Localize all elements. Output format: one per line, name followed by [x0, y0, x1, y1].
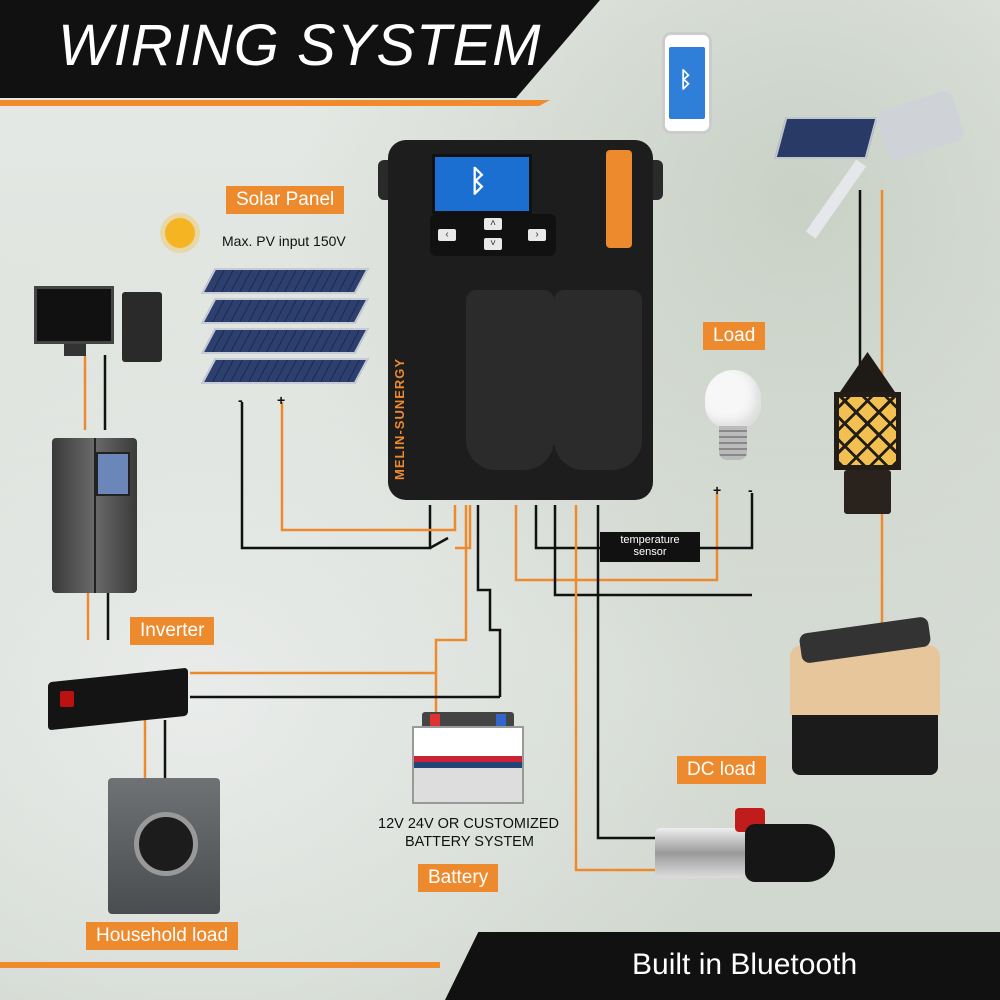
footer-accent-stripe — [0, 962, 440, 968]
smartphone-icon: ᛒ — [662, 32, 712, 134]
power-inverter — [48, 655, 190, 731]
solar-panel — [201, 358, 369, 384]
title-banner — [0, 0, 600, 98]
solar-panel — [201, 328, 369, 354]
water-pump — [655, 800, 840, 890]
solar-panel — [201, 298, 369, 324]
desktop-computer — [34, 286, 164, 366]
solar-charge-controller: ᛒ ‹ ˄ ˅ › MELIN-SUNERGY — [378, 140, 663, 500]
sun-icon — [165, 218, 195, 248]
status-indicator-strip — [606, 150, 632, 248]
bluetooth-icon: ᛒ — [469, 165, 487, 198]
load-label: Load — [703, 322, 766, 350]
battery-spec-line1: 12V 24V OR CUSTOMIZED — [378, 816, 560, 832]
household-load-label: Household load — [86, 922, 239, 950]
solar-street-light — [772, 88, 967, 245]
up-arrow-icon[interactable]: ˄ — [484, 218, 502, 230]
pv-input-note: Max. PV input 150V — [222, 233, 346, 249]
temp-sensor-line1: temperature — [620, 534, 680, 546]
washing-machine — [108, 778, 220, 914]
battery — [412, 712, 524, 804]
controller-display: ᛒ — [432, 154, 532, 214]
bluetooth-icon: ᛒ — [679, 67, 693, 92]
dc-load-label: DC load — [677, 756, 766, 784]
right-arrow-icon[interactable]: › — [528, 229, 546, 241]
title-accent-stripe — [0, 100, 550, 106]
temperature-sensor-box: temperature sensor — [600, 532, 700, 562]
pv-negative: - — [238, 392, 243, 408]
garden-lantern — [820, 352, 915, 517]
light-bulb — [705, 370, 765, 470]
down-arrow-icon[interactable]: ˅ — [484, 238, 502, 250]
refrigerator — [52, 438, 137, 593]
footer-banner — [445, 932, 1000, 1000]
left-arrow-icon[interactable]: ‹ — [438, 229, 456, 241]
controller-keypad: ‹ ˄ ˅ › — [430, 214, 556, 256]
portable-cooler — [790, 615, 940, 775]
page-title: WIRING SYSTEM — [58, 13, 542, 78]
load-positive: + — [713, 482, 722, 498]
battery-spec-line2: BATTERY SYSTEM — [405, 834, 534, 850]
solar-panel — [201, 268, 369, 294]
solar-panel-label: Solar Panel — [226, 186, 345, 214]
battery-label: Battery — [418, 864, 499, 892]
temp-sensor-line2: sensor — [633, 546, 667, 558]
footer-text: Built in Bluetooth — [632, 948, 858, 981]
controller-brand: MELIN-SUNERGY — [392, 357, 407, 480]
load-negative: - — [748, 482, 753, 498]
pv-positive: + — [277, 392, 286, 408]
inverter-label: Inverter — [130, 617, 215, 645]
